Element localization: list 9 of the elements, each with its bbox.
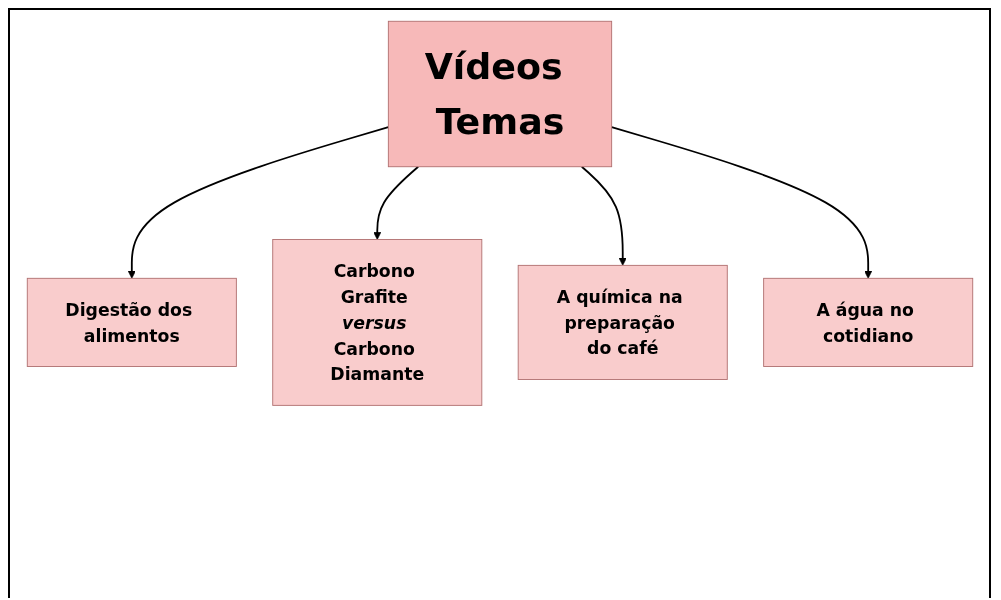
arrow: [580, 165, 627, 266]
node-box: Carbono Grafite versus Carbono Diamante: [271, 239, 482, 406]
node-box: A água no cotidiano: [762, 277, 973, 367]
arrow: [127, 126, 389, 279]
node-box: Digestão dos alimentos: [26, 277, 237, 367]
node-box: A química na preparação do café: [517, 264, 728, 380]
node-box: Vídeos Temas: [387, 20, 612, 168]
arrow: [610, 126, 872, 279]
arrow: [372, 165, 419, 240]
